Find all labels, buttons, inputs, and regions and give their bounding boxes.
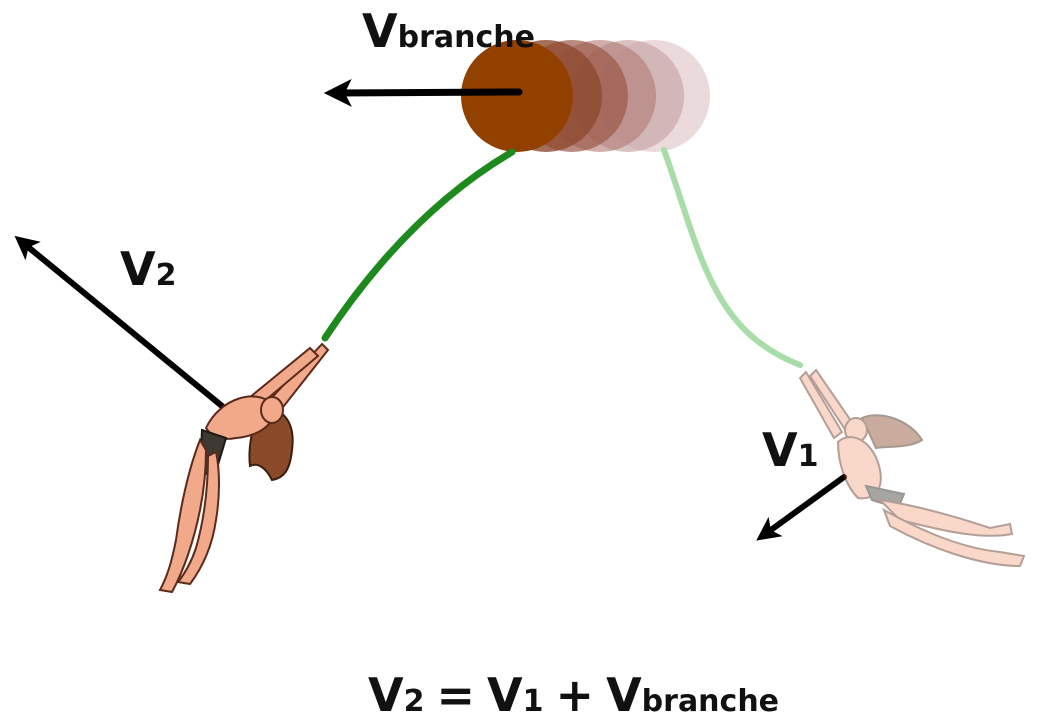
equation-term2-symbol: V <box>606 668 642 722</box>
v2-symbol: V <box>120 242 156 296</box>
equation-plus: + <box>555 668 595 722</box>
equation-equals: = <box>436 668 476 722</box>
equation-lhs-subscript: 2 <box>403 684 425 719</box>
branch-velocity-label: Vbranche <box>362 8 535 54</box>
branch-velocity-subscript: branche <box>397 20 535 55</box>
velocity-equation: V2=V1+Vbranche <box>368 672 779 718</box>
equation-term1-symbol: V <box>487 668 523 722</box>
v2-arrow <box>14 235 225 409</box>
branch-circle <box>461 40 573 152</box>
v2-subscript: 2 <box>155 258 177 293</box>
vine-faded <box>661 147 803 368</box>
v1-symbol: V <box>762 423 798 477</box>
tarzan-swinging-icon <box>158 342 330 594</box>
equation-term2-subscript: branche <box>641 684 780 719</box>
equation-term1-subscript: 1 <box>522 684 544 719</box>
v2-label: V2 <box>120 246 176 292</box>
v1-arrow <box>756 474 847 541</box>
branch-velocity-arrow <box>323 78 523 107</box>
equation-lhs-symbol: V <box>368 668 404 722</box>
tarzan-faded-icon <box>798 368 1026 568</box>
v1-label: V1 <box>762 427 818 473</box>
branch-velocity-symbol: V <box>362 4 398 58</box>
vine-current <box>321 148 516 342</box>
v1-subscript: 1 <box>797 439 819 474</box>
